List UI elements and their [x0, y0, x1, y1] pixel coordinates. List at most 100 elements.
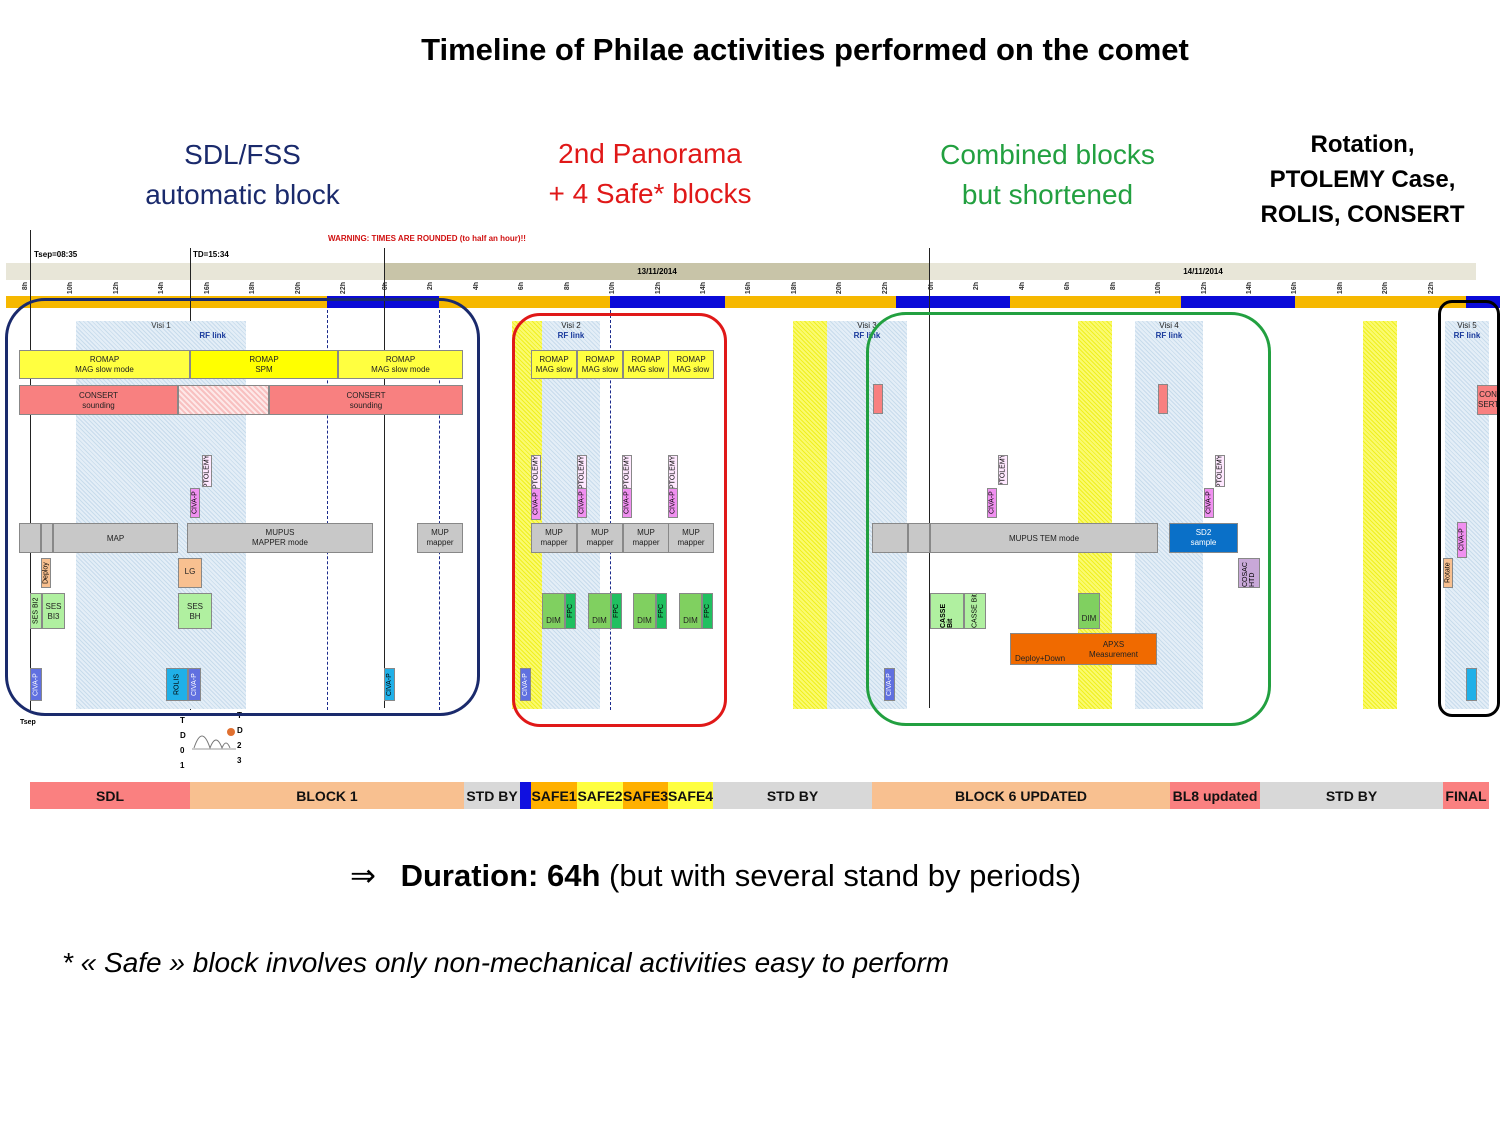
- apxs-measurement: APXS Measurement: [1010, 633, 1157, 665]
- dim-safe-3: DIM: [633, 593, 656, 629]
- section-sdl-line1: SDL/FSS: [184, 139, 301, 170]
- romap-3-b: MAG slow mode: [371, 365, 430, 374]
- hour-tick: 12h: [654, 282, 662, 295]
- hour-tick: 16h: [203, 282, 211, 295]
- consert-2-b: sounding: [349, 401, 383, 410]
- consert-1: CONSERT sounding: [19, 385, 178, 415]
- map-tim-box: [19, 523, 41, 553]
- mupus-safe-b: mapper: [586, 538, 614, 547]
- consert-2: CONSERT sounding: [269, 385, 463, 415]
- tsep-bottom-label: Tsep: [20, 719, 36, 726]
- hour-tick: 6h: [1064, 282, 1072, 291]
- romap-spm: ROMAP SPM: [190, 350, 338, 379]
- consert-3-b: SERT: [1478, 400, 1498, 409]
- mupus-tem-label: MUPUS TEM mode: [1008, 534, 1080, 543]
- mupus-safe-b: mapper: [632, 538, 660, 547]
- civa-bottom-6: [1466, 668, 1477, 701]
- dim-label: DIM: [592, 616, 607, 625]
- duration-rest: (but with several stand by periods): [600, 858, 1082, 893]
- night-segment-4: [1181, 296, 1295, 308]
- hour-tick: 22h: [339, 282, 347, 295]
- romap-mag-2: ROMAP MAG slow mode: [338, 350, 463, 379]
- visi-4-label: Visi 4: [1159, 321, 1179, 330]
- mupus-mapper-1: MUPUS MAPPER mode: [187, 523, 373, 553]
- daylight-window-3: [793, 321, 827, 709]
- romap-3-a: ROMAP: [385, 355, 416, 364]
- romap-2-a: ROMAP: [249, 355, 279, 364]
- block-segment: [520, 782, 531, 809]
- dim-safe-2: DIM: [588, 593, 611, 629]
- apxs-deploy: Deploy+Down: [1014, 654, 1066, 663]
- td2-2: 2: [237, 741, 242, 750]
- hour-tick: 16h: [1291, 282, 1299, 295]
- dash-line-1: [327, 310, 328, 710]
- apxs-a: APXS: [1102, 640, 1125, 649]
- hour-tick: 10h: [609, 282, 617, 295]
- consert-3: CON SERT: [1477, 385, 1499, 415]
- hour-tick: 14h: [699, 282, 707, 295]
- hour-tick: 12h: [1200, 282, 1208, 295]
- date-label-1: 13/11/2014: [637, 267, 677, 276]
- hour-tick: 20h: [836, 282, 844, 295]
- ses-bh: SES BH: [178, 593, 212, 629]
- rolis-small-1: [873, 384, 883, 414]
- hour-tick: 2h: [427, 282, 435, 291]
- section-rot-line2: PTOLEMY Case,: [1269, 166, 1456, 193]
- sd2-b: sample: [1190, 538, 1217, 547]
- dim-safe-1: DIM: [542, 593, 565, 629]
- rf-label-3: RF link: [853, 331, 881, 340]
- rf-label-1: RF link: [199, 331, 226, 340]
- hour-tick: 16h: [745, 282, 753, 295]
- night-segment-2: [610, 296, 725, 308]
- lg-box: LG: [178, 558, 202, 588]
- hour-tick: 18h: [790, 282, 798, 295]
- block-segment: SAFE1: [531, 782, 577, 809]
- mupus-deploy-vert: [908, 523, 930, 553]
- td2-3: 3: [237, 756, 242, 765]
- romap-safe-a: ROMAP: [676, 355, 706, 364]
- td1-1: D: [180, 731, 186, 740]
- frame-combined: [866, 312, 1271, 726]
- mupus-1-b: MAPPER mode: [251, 538, 309, 547]
- td1-0: T: [180, 716, 185, 725]
- hour-tick: 4h: [1018, 282, 1026, 291]
- romap-safe-b: MAG slow: [535, 365, 573, 374]
- tsep-line: [30, 230, 31, 710]
- dim-label: DIM: [546, 616, 561, 625]
- frame-sdl: [5, 298, 480, 716]
- dim-safe-4: DIM: [679, 593, 702, 629]
- ses-bi3-b: BI3: [47, 612, 60, 621]
- td1-2: 0: [180, 746, 185, 755]
- mupus-deploy-box: [872, 523, 908, 553]
- section-heading-sdl: SDL/FSS automatic block: [120, 135, 365, 215]
- td2-1: D: [237, 726, 243, 735]
- visi-1-label: Visi 1: [151, 321, 171, 330]
- hour-tick: 2h: [973, 282, 981, 291]
- mupus-tem: MUPUS TEM mode: [930, 523, 1158, 553]
- page-title: Timeline of Philae activities performed …: [421, 32, 1189, 67]
- rf-label-5: RF link: [1453, 331, 1481, 340]
- rolis-small-2: [1158, 384, 1168, 414]
- day-line-1: [384, 248, 385, 708]
- block-segment: SDL: [30, 782, 190, 809]
- td-label: TD=15:34: [193, 250, 229, 259]
- hour-tick: 10h: [67, 282, 75, 295]
- hour-tick: 6h: [518, 282, 526, 291]
- dim-label: DIM: [637, 616, 652, 625]
- visi-5-label: Visi 5: [1457, 321, 1477, 330]
- mupus-safe-a: MUP: [682, 528, 700, 537]
- sd2-a: SD2: [1195, 528, 1212, 537]
- mupus-small: [41, 523, 53, 553]
- mupus-mapper-2: MUP mapper: [417, 523, 463, 553]
- dim-combined-label: DIM: [1081, 614, 1097, 623]
- mupus-2-a: MUP: [431, 528, 449, 537]
- section-sdl-line2: automatic block: [145, 179, 340, 210]
- consert-gap: [178, 385, 269, 415]
- block-segment: BLOCK 6 UPDATED: [872, 782, 1170, 809]
- ses-bi3: SES BI3: [42, 593, 65, 629]
- romap-mag-1: ROMAP MAG slow mode: [19, 350, 190, 379]
- romap-safe-a: ROMAP: [585, 355, 615, 364]
